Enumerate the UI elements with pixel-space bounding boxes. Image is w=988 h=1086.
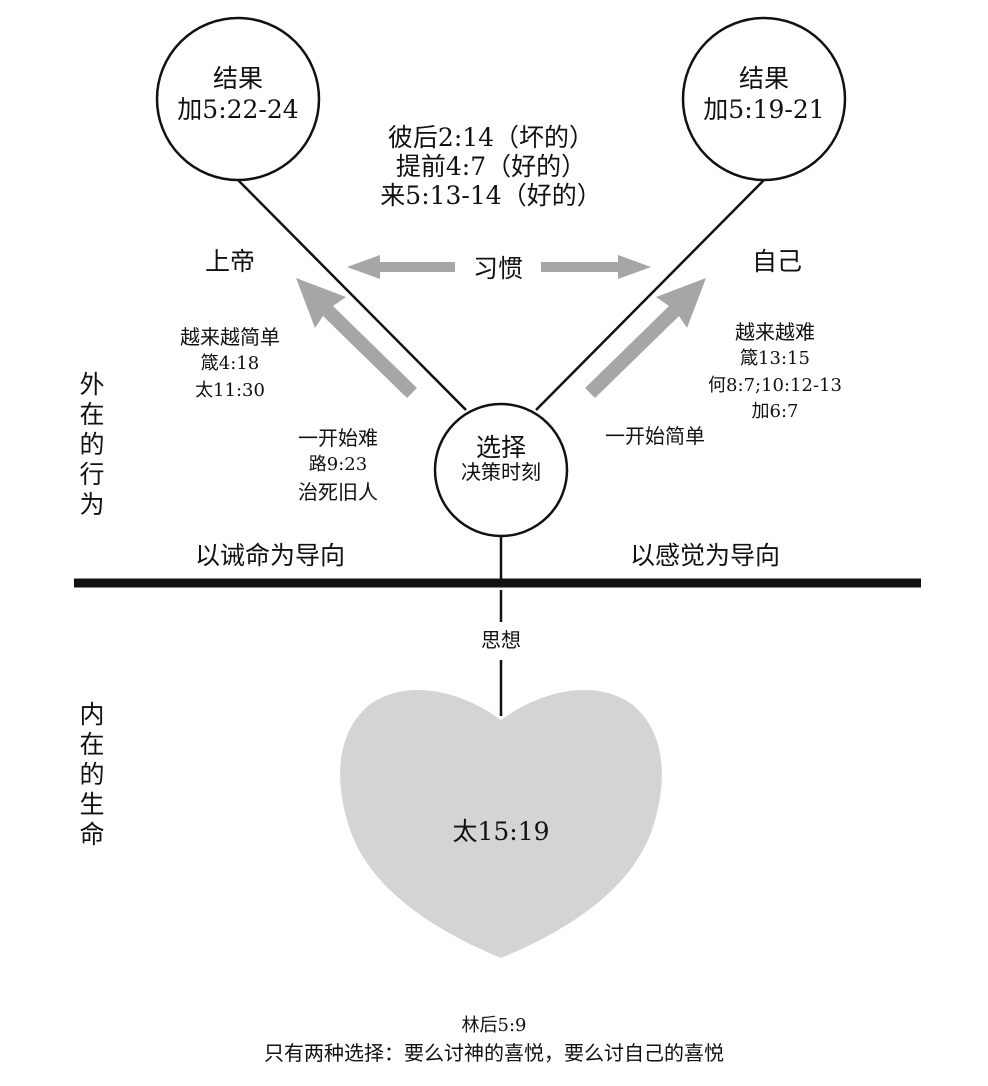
right-upper-line-3: 何8:7;10:12-13	[708, 375, 842, 396]
fruit-circle-right	[681, 16, 847, 182]
choice-title: 选择	[475, 433, 526, 462]
arrow-up-right	[585, 278, 706, 398]
footer-ref: 林后5:9	[461, 1015, 527, 1036]
habit-arrow-left	[347, 255, 455, 279]
inner-life-label: 内在的生命	[79, 700, 105, 849]
left-lower-line-2: 路9:23	[308, 454, 368, 475]
branch-line-left	[237, 179, 467, 411]
right-upper-line-2: 箴13:15	[740, 348, 810, 369]
fruit-right-title: 结果	[738, 64, 789, 93]
outer-behavior-label: 外在的行为	[79, 370, 105, 519]
arrow-up-left	[296, 278, 417, 398]
right-upper-line-4: 加6:7	[751, 401, 799, 422]
fruit-left-title: 结果	[212, 64, 263, 93]
footer-text: 只有两种选择：要么讨神的喜悦，要么讨自己的喜悦	[264, 1041, 724, 1065]
fruit-left-ref: 加5:22-24	[177, 95, 299, 124]
choice-subtitle: 决策时刻	[461, 460, 541, 484]
habit-ref-line-2: 提前4:7（好的）	[395, 152, 587, 181]
left-orientation-label: 以诫命为导向	[194, 541, 345, 570]
god-label: 上帝	[204, 247, 255, 276]
right-upper-line-1: 越来越难	[735, 320, 815, 344]
left-upper-line-2: 箴4:18	[200, 353, 260, 374]
left-upper-line-3: 太11:30	[195, 380, 265, 401]
habit-ref-line-3: 来5:13-14（好的）	[380, 181, 602, 210]
branch-line-right	[535, 179, 765, 411]
habit-label: 习惯	[472, 254, 523, 283]
habit-ref-line-1: 彼后2:14（坏的）	[387, 123, 595, 152]
left-upper-line-1: 越来越简单	[180, 325, 280, 349]
right-lower-label: 一开始简单	[605, 424, 705, 448]
choice-circle	[433, 402, 569, 538]
self-label: 自己	[751, 247, 802, 276]
fruit-circle-left	[155, 16, 321, 182]
left-lower-line-1: 一开始难	[298, 426, 378, 450]
habit-arrow-right	[541, 255, 651, 279]
left-lower-line-3: 治死旧人	[298, 480, 378, 504]
heart-ref: 太15:19	[452, 817, 550, 846]
heart-shape	[340, 690, 662, 958]
fruit-right-ref: 加5:19-21	[703, 95, 825, 124]
right-orientation-label: 以感觉为导向	[629, 541, 780, 570]
thought-label: 思想	[481, 628, 521, 652]
